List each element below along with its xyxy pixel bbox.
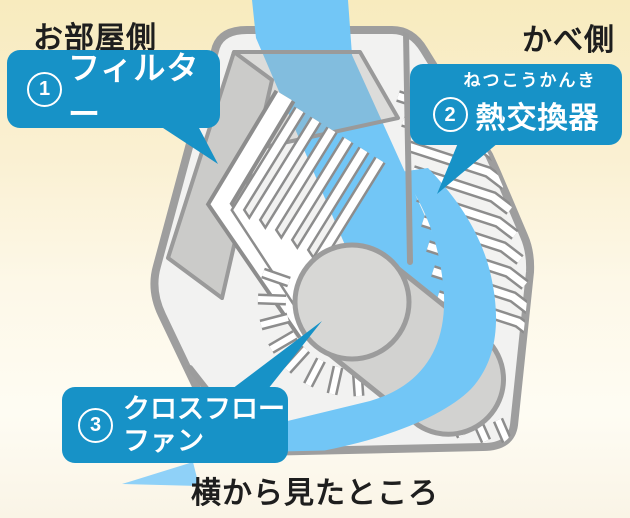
heat-exchanger-furigana: ねつこうかんき <box>463 71 597 91</box>
filter-callout: 1 フィルター <box>7 50 220 132</box>
fan-callout: 3 クロスフロー ファン <box>62 387 288 463</box>
heat-exchanger-callout: ねつこうかんき 2 熱交換器 <box>410 64 622 145</box>
filter-panel <box>166 50 274 300</box>
filter-callout-label: フィルター <box>68 50 200 132</box>
filter-callout-tail <box>160 126 218 164</box>
filter-callout-number: 1 <box>27 71 62 107</box>
air-outlet-arrow <box>122 462 199 486</box>
fan-callout-label-line1: クロスフロー <box>123 393 285 424</box>
airflow-outlet-band <box>205 168 497 452</box>
wall-side-title: かべ側 <box>522 24 615 57</box>
heat-exchanger-callout-label: 熱交換器 <box>475 101 600 135</box>
heat-exchanger-callout-tail <box>437 143 498 194</box>
fan-callout-number: 3 <box>78 407 113 443</box>
heat-exchanger-callout-number: 2 <box>432 97 468 133</box>
casing-divider-line <box>403 30 413 265</box>
fan-callout-tail <box>232 321 322 389</box>
fan-front-face <box>292 242 412 362</box>
room-side-title: お部屋側 <box>33 22 157 55</box>
heat-exchanger-fins-left <box>205 89 401 379</box>
fan-callout-label-line2: ファン <box>123 426 204 456</box>
airflow-intake-band <box>252 0 472 345</box>
caption: 横から見たところ <box>191 477 439 510</box>
